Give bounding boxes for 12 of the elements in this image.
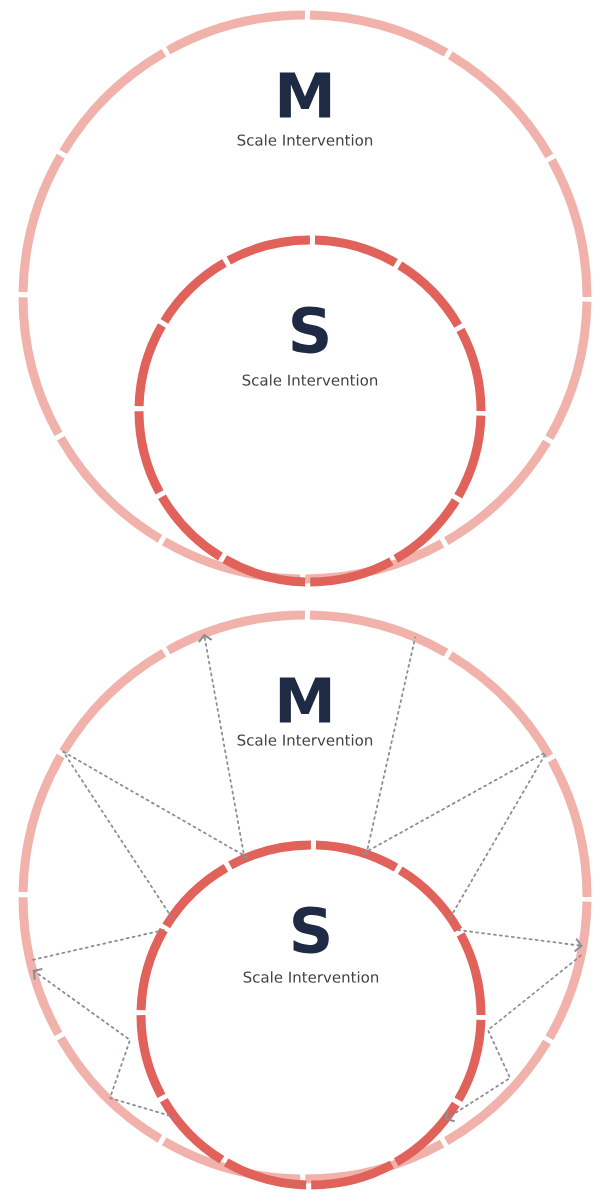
dotted-arrow [197, 633, 246, 860]
heading-letter: S [292, 306, 328, 354]
heading-letter: M [279, 677, 331, 723]
heading-letter: S [293, 906, 329, 954]
caption-text: Scale Intervention [243, 971, 379, 983]
caption-text: Scale Intervention [242, 374, 378, 386]
caption-text: Scale Intervention [237, 734, 373, 746]
dotted-arrow [444, 954, 582, 1123]
dotted-arrow [32, 968, 177, 1119]
dotted-arrow [457, 929, 583, 953]
heading-letter: M [279, 72, 331, 118]
caption-text: Scale Intervention [237, 134, 373, 146]
